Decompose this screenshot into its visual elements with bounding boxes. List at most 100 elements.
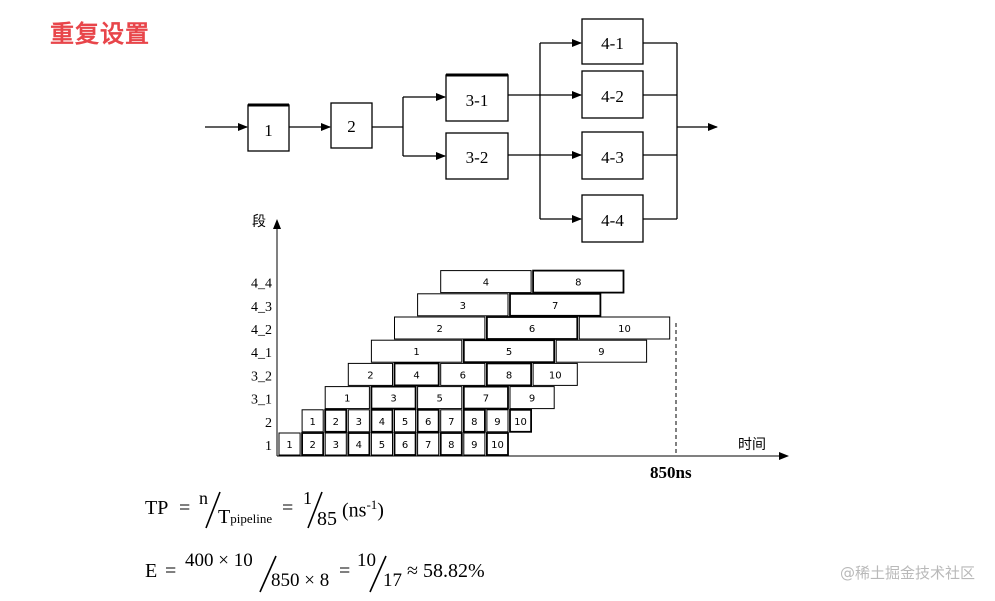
row-label: 4_3 [251,300,272,315]
tp-numerator: n [199,488,208,508]
stage-box-4-4: 4-4 [581,194,644,243]
task-box [301,432,325,456]
task-box [347,432,371,456]
task-label: 2 [333,417,339,428]
e-denominator: 850 × 8 [271,570,330,591]
stage-box-4-1: 4-1 [581,18,644,65]
tp-unit-exponent: -1 [366,497,378,512]
task-box [509,292,602,317]
row-label: 3_1 [251,393,272,408]
task-box [417,432,440,456]
stage-box-1: 1 [247,103,290,152]
tp-unit-open: (ns [342,499,367,522]
task-label: 9 [529,394,535,405]
stage-label-3-2: 3-2 [466,148,489,167]
row-label: 4_4 [251,277,272,292]
task-box [462,385,509,410]
stage-box-2: 2 [330,102,373,149]
task-box [532,269,625,294]
task-label: 4 [379,417,385,428]
tp-denominator-2: 85 [317,508,337,530]
task-label: 8 [448,440,454,451]
task-box [440,270,532,294]
task-label: 5 [379,440,385,451]
task-label: 10 [514,417,527,428]
task-label: 3 [390,394,396,405]
task-label: 2 [367,370,373,381]
task-label: 7 [425,440,431,451]
task-label: 5 [437,394,443,405]
task-box [509,408,533,433]
task-box [578,316,671,340]
task-label: 9 [471,440,477,451]
task-box [486,409,509,433]
task-box [485,316,579,340]
stage-label-4-4: 4-4 [601,211,624,230]
page-title: 重复设置 [50,20,150,48]
stage-label-4-2: 4-2 [601,87,624,106]
row-label: 4_1 [251,346,272,361]
task-label: 6 [425,417,431,428]
task-label: 2 [309,440,315,451]
task-box [440,362,486,386]
task-label: 9 [494,417,500,428]
stage-label-4-1: 4-1 [601,34,624,53]
task-label: 10 [549,370,562,381]
watermark: @稀土掘金技术社区 [839,564,975,582]
tp-equals: = [179,497,191,519]
task-box [278,432,301,456]
task-box [532,362,578,386]
task-box [324,432,347,456]
task-box [509,386,555,410]
stage-label-2: 2 [347,117,356,136]
task-label: 3 [333,440,339,451]
task-box [370,432,393,456]
task-box [393,432,417,456]
row-label: 2 [265,416,272,431]
task-label: 10 [618,324,631,335]
task-label: 10 [491,440,504,451]
task-box [462,339,556,364]
stage-box-3-2: 3-2 [445,132,509,180]
task-label: 5 [506,347,512,358]
task-label: 8 [506,370,512,381]
x-axis-label: 时间 [738,437,766,453]
task-label: 8 [575,278,581,289]
e-equals-2: = [339,560,351,582]
task-label: 1 [413,347,419,358]
tp-unit: (ns-1) [342,497,384,523]
tp-denominator-sub: pipeline [230,511,273,526]
stage-label-3-1: 3-1 [466,91,489,110]
task-box [393,362,440,387]
throughput-formula: TP = n Tpipeline = 1 85 (ns-1) [145,488,465,533]
e-numerator-2: 10 [357,550,376,571]
efficiency-formula: E = 400 × 10 850 × 8 = 10 17 ≈ 58.82% [145,548,525,593]
stage-box-4-3: 4-3 [581,131,644,180]
task-box [463,432,486,456]
task-label: 2 [437,324,443,335]
task-box [370,385,417,410]
task-box [370,339,463,363]
tp-denominator: Tpipeline [218,506,272,529]
task-label: 3 [460,301,466,312]
task-label: 1 [344,394,350,405]
task-label: 4 [413,370,419,381]
stage-label-1: 1 [264,121,273,140]
task-box [485,362,532,387]
task-label: 6 [529,324,535,335]
task-label: 7 [483,394,489,405]
task-label: 4 [483,278,489,289]
task-label: 9 [598,347,604,358]
task-box [394,409,417,433]
task-box [440,409,463,433]
tp-denominator-main: T [218,506,231,528]
tp-numerator-2: 1 [303,488,312,508]
task-box [347,362,393,386]
stage-box-4-2: 4-2 [581,70,644,119]
e-denominator-2: 17 [383,570,402,591]
task-box [485,432,509,456]
task-box [555,339,648,363]
task-label: 1 [286,440,292,451]
